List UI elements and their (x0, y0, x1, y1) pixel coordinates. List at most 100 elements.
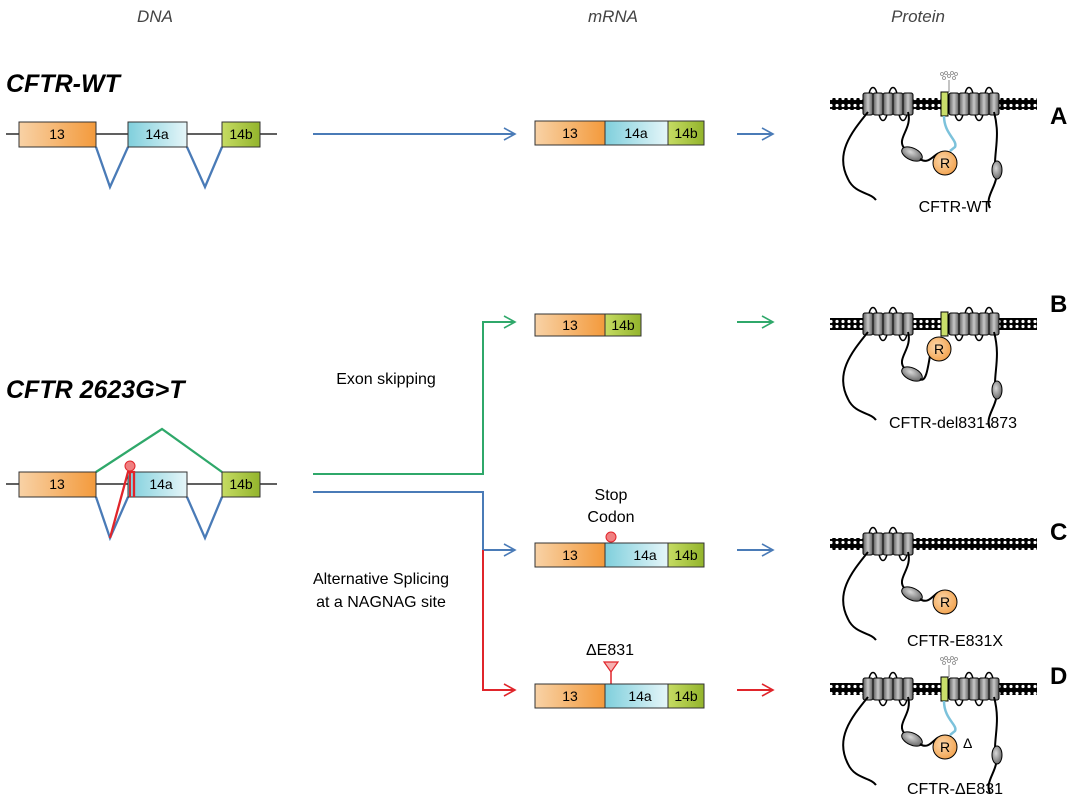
linker (900, 111, 910, 150)
mrna-a-exon-14b-label: 14b (674, 125, 698, 141)
nbd2-domain (991, 745, 1003, 765)
nagnag-path-arrow (482, 550, 517, 697)
protein-a-cftr-wt (830, 71, 1037, 209)
tm-helix (902, 677, 914, 701)
mrna-d-exon-14b-label: 14b (674, 688, 698, 704)
mrna-b-exon-13-label: 13 (562, 317, 578, 333)
r-domain-label-a: R (940, 155, 950, 171)
mut-exon-14a-label: 14a (149, 476, 173, 492)
mrna-b-exon-14b-label: 14b (611, 317, 635, 333)
mutant-dna-gene: 13 14a 14b (6, 427, 277, 542)
exon-13-label: 13 (49, 126, 65, 142)
r-domain-label-c: R (940, 594, 950, 610)
c-terminus-linker (993, 696, 998, 750)
mutation-site-marker (124, 460, 136, 472)
column-header-mrna: mRNA (588, 7, 638, 26)
glycan-residue (944, 71, 948, 75)
tm-helix (862, 92, 874, 116)
glycan-residue (954, 72, 958, 76)
tm-helix (882, 677, 894, 701)
tm-helix (862, 677, 874, 701)
n-terminus (842, 111, 877, 201)
stop-label-line2: Codon (587, 509, 634, 526)
glycan-residue (940, 657, 944, 661)
tm-helix (872, 92, 884, 116)
r-domain-link (942, 700, 957, 736)
tm-helix (968, 677, 980, 701)
glycan-residue (942, 661, 946, 665)
membrane (830, 538, 1037, 550)
tm-helix (988, 312, 1000, 336)
r-domain (932, 734, 958, 760)
protein-name-a: CFTR-WT (919, 199, 992, 216)
tm-helix (902, 532, 914, 556)
panel-label-c: C (1050, 519, 1067, 546)
deletion-marker (602, 661, 620, 674)
r-domain-link (942, 115, 957, 152)
mrna-d-exon-14a-label: 14a (628, 688, 652, 704)
mrna-c-exon-14a-label: 14a (633, 547, 657, 563)
tm-helix (862, 312, 874, 336)
tm-helix (892, 677, 904, 701)
highlight-helix (940, 676, 949, 702)
membrane (830, 318, 1037, 330)
column-header-protein: Protein (891, 7, 945, 26)
membrane (830, 98, 1037, 110)
nbd1-domain (901, 146, 923, 162)
glycan-residue (950, 656, 954, 660)
mrna-a-exon-14a-label: 14a (624, 125, 648, 141)
r-domain (926, 336, 952, 362)
glycan-residue (950, 71, 954, 75)
d-mrna: 13 14a 14b (534, 683, 705, 709)
nbd1-domain (901, 731, 923, 747)
tm-helix (882, 92, 894, 116)
nbd2-domain (991, 380, 1003, 400)
glycan-residue (952, 661, 956, 665)
exon-13-box (18, 121, 97, 148)
panel-label-d: D (1050, 663, 1067, 690)
n-terminus (842, 696, 877, 786)
wt-mrna: 13 14a 14b (534, 120, 705, 146)
b-mrna: 13 14b (534, 313, 642, 337)
tm-helix (948, 92, 960, 116)
section-title-wt: CFTR-WT (6, 70, 123, 98)
linker (900, 696, 910, 735)
n-terminus (842, 331, 877, 421)
exon-skip-path-arrow (313, 315, 517, 475)
tm-helix (988, 92, 1000, 116)
mrna-c-exon-13-label: 13 (562, 547, 578, 563)
tm-helix (872, 312, 884, 336)
highlight-helix (940, 311, 949, 337)
glycan-residue (947, 74, 951, 78)
tm-helix (892, 532, 904, 556)
stop-codon-marker (605, 531, 617, 543)
tm-helix (958, 312, 970, 336)
c-terminus-linker (993, 111, 998, 165)
wt-dna-gene: 13 14a 14b (6, 121, 277, 191)
mrna-c-exon-14b-label: 14b (674, 547, 698, 563)
stop-codon-path-arrow (313, 491, 517, 557)
c-terminus (987, 763, 997, 794)
linker (900, 551, 910, 590)
membrane (830, 683, 1037, 695)
tm-helix (978, 312, 990, 336)
glycan-residue (942, 76, 946, 80)
tm-helix (968, 92, 980, 116)
tm-helix (978, 677, 990, 701)
alt-splicing-label-line1: Alternative Splicing (313, 571, 449, 588)
tm-helix (892, 312, 904, 336)
protein-name-c: CFTR-E831X (907, 633, 1003, 650)
r-domain (932, 150, 958, 176)
glycan-residue (944, 656, 948, 660)
exon-skipping-label: Exon skipping (336, 371, 436, 388)
r-domain-label-b: R (934, 341, 944, 357)
c-mrna: 13 14a 14b (534, 542, 705, 568)
tm-helix (892, 92, 904, 116)
c-terminus (987, 398, 997, 429)
c-terminus (987, 178, 997, 209)
glycan-residue (940, 72, 944, 76)
delta-symbol: Δ (963, 735, 972, 751)
section-title-mutant: CFTR 2623G>T (6, 376, 187, 404)
tm-helix (902, 312, 914, 336)
